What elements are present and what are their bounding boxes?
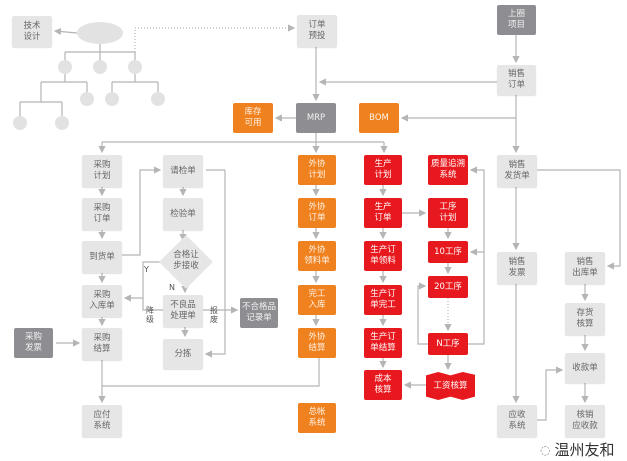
no-label: N	[169, 283, 175, 292]
production-material-box: 生产订 单领料	[364, 241, 402, 271]
general-ledger-box: 总帐 系统	[298, 403, 336, 433]
downgrade-label: 降 级	[146, 306, 154, 324]
inventory-available-box: 库存 可用	[233, 103, 273, 133]
tree-node	[105, 92, 119, 106]
quality-trace-box: 质量追溯 系统	[428, 155, 468, 185]
inspection-request-box: 请检单	[163, 155, 203, 187]
outsource-material-box: 外协 领料单	[298, 241, 336, 271]
nonconforming-record-box: 不合格品 记录单	[240, 298, 278, 328]
defect-handling-box: 不良品 处理单	[163, 295, 203, 327]
order-forecast-box: 订单 预投	[297, 15, 337, 47]
purchase-order-box: 采购 订单	[82, 198, 122, 230]
outsource-plan-box: 外协 计划	[298, 155, 336, 185]
wage-accounting-box: 工资核算	[426, 372, 475, 400]
tree-node	[58, 60, 72, 74]
process-plan-box: 工序 计划	[428, 198, 468, 228]
yes-label: Y	[144, 265, 149, 274]
sales-delivery-box: 销售 发货单	[497, 155, 537, 187]
tree-node	[151, 92, 165, 106]
payables-box: 应付 系统	[82, 405, 122, 437]
sales-outbound-box: 销售 出库单	[565, 252, 605, 284]
process-n-box: N工序	[428, 333, 468, 355]
inspection-form-box: 检验单	[163, 198, 203, 230]
production-complete-box: 生产订 单完工	[364, 285, 402, 315]
tech-design-box: 技术 设计	[12, 16, 52, 47]
wechat-icon: ◌	[540, 443, 551, 457]
bom-box: BOM	[359, 103, 399, 133]
sorting-box: 分拣	[163, 339, 203, 369]
upstream-project-box: 上圈 项目	[497, 5, 536, 35]
production-settlement-box: 生产订 单结算	[364, 328, 402, 358]
watermark: ◌ 温州友和	[540, 441, 615, 459]
arrival-form-box: 到货单	[82, 241, 122, 273]
process-10-box: 10工序	[428, 241, 468, 263]
tree-node	[55, 116, 69, 130]
cost-accounting-box: 成本 核算	[364, 370, 402, 400]
production-plan-box: 生产 计划	[364, 155, 402, 185]
receivables-box: 应收 系统	[497, 405, 537, 437]
inventory-accounting-box: 存货 核算	[565, 303, 605, 335]
receipt-box: 收款单	[565, 353, 605, 383]
qualified-decision-label: 合格让 步接收	[173, 250, 199, 271]
completion-inbound-box: 完工 入库	[298, 285, 336, 315]
purchase-invoice-box: 采购 发票	[14, 328, 53, 358]
process-20-box: 20工序	[428, 276, 468, 298]
sales-invoice-box: 销售 发票	[497, 252, 537, 284]
scrap-label: 报 废	[210, 306, 218, 324]
outsource-order-box: 外协 订单	[298, 198, 336, 228]
sales-order-box: 销售 订单	[497, 65, 536, 95]
tree-node	[80, 92, 94, 106]
tree-node	[128, 60, 142, 74]
tree-node	[93, 60, 107, 74]
purchase-plan-box: 采购 计划	[82, 155, 122, 187]
purchase-settlement-box: 采购 结算	[82, 328, 122, 360]
mrp-box: MRP	[296, 103, 336, 133]
root-node-ellipse	[77, 22, 123, 44]
watermark-text: 温州友和	[554, 441, 615, 459]
production-order-box: 生产 订单	[364, 198, 402, 228]
tree-node	[13, 116, 27, 130]
outsource-settlement-box: 外协 结算	[298, 328, 336, 358]
purchase-inbound-box: 采购 入库单	[82, 285, 122, 317]
writeoff-receivables-box: 核销 应收款	[565, 405, 605, 437]
